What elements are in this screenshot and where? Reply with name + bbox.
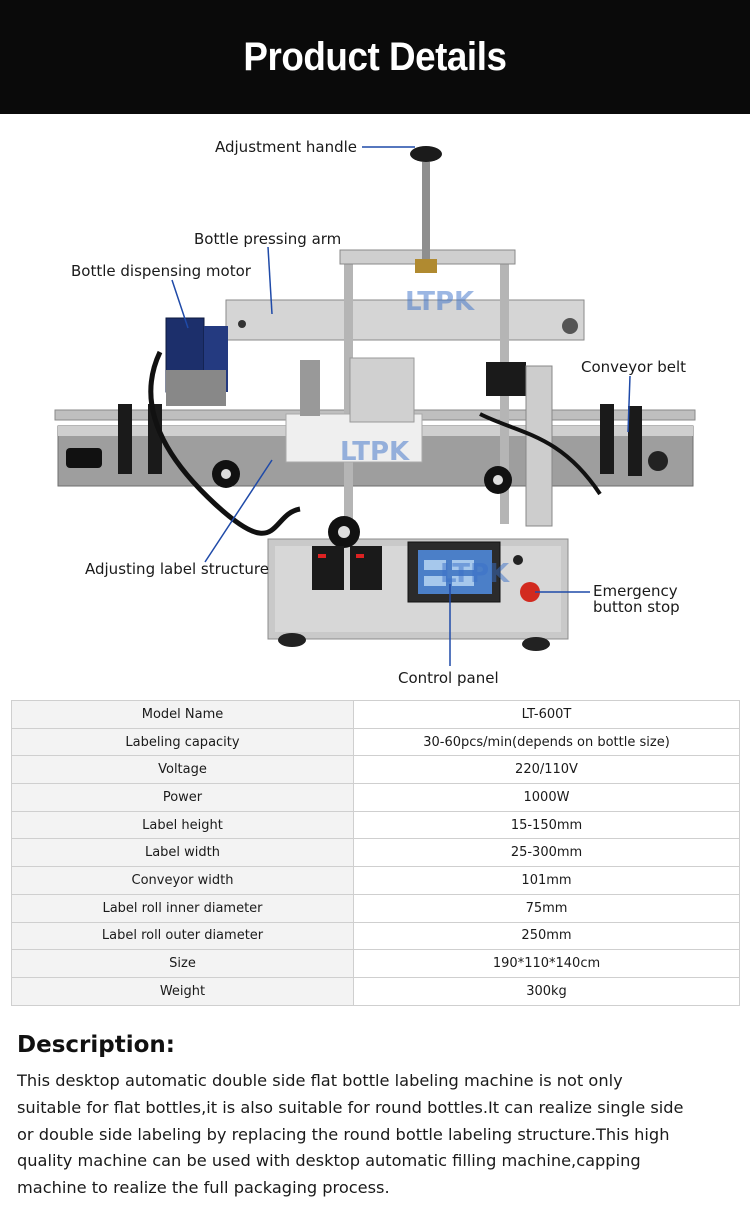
page-title: Product Details — [243, 34, 507, 79]
spec-name: Label roll outer diameter — [11, 921, 354, 951]
spec-value: 25-300mm — [353, 838, 740, 868]
description-text: This desktop automatic double side flat … — [17, 1068, 742, 1202]
callout-adjustment-handle: Adjustment handle — [215, 138, 358, 156]
spec-value: 250mm — [353, 921, 740, 951]
spec-name: Label height — [11, 810, 354, 840]
spec-value: 220/110V — [353, 755, 740, 785]
spec-value: 300kg — [353, 976, 740, 1006]
spec-value: 75mm — [353, 893, 740, 923]
description-line: quality machine can be used with desktop… — [17, 1151, 641, 1171]
machine-figure: LTPK LTPK LTPK Adjustment handle Bottle … — [0, 114, 750, 694]
spec-name: Voltage — [11, 755, 354, 785]
spec-name: Model Name — [11, 700, 354, 729]
watermark-middle: LTPK — [340, 437, 410, 467]
callout-emergency-line-2: button stop — [593, 598, 680, 616]
spec-name: Size — [11, 949, 354, 978]
spec-name: Label roll inner diameter — [11, 893, 354, 923]
spec-value: 15-150mm — [353, 810, 740, 840]
callout-adjusting-label-structure: Adjusting label structure — [85, 560, 269, 578]
spec-name: Conveyor width — [11, 866, 354, 895]
spec-value: 190*110*140cm — [353, 949, 740, 978]
watermark-top: LTPK — [405, 287, 475, 317]
callout-control-panel: Control panel — [398, 669, 499, 687]
spec-name: Label width — [11, 838, 354, 868]
callout-bottle-pressing-arm: Bottle pressing arm — [194, 230, 342, 248]
watermark-panel: LTPK — [440, 559, 510, 589]
spec-value: 101mm — [353, 866, 740, 895]
spec-value: 30-60pcs/min(depends on bottle size) — [353, 727, 740, 757]
description-heading: Description: — [17, 1032, 175, 1058]
description-line: This desktop automatic double side flat … — [17, 1071, 623, 1090]
description-line: suitable for flat bottles,it is also sui… — [17, 1097, 684, 1117]
spec-value: 1000W — [353, 783, 740, 812]
callout-emergency-line-1: Emergency — [593, 582, 678, 600]
callout-bottle-dispensing-motor: Bottle dispensing motor — [71, 262, 251, 280]
spec-name: Labeling capacity — [11, 727, 354, 757]
description-line: or double side labeling by replacing the… — [17, 1124, 670, 1144]
header-banner: Product Details — [0, 0, 750, 114]
spec-value: LT-600T — [353, 700, 740, 729]
callout-conveyor-belt: Conveyor belt — [581, 358, 687, 376]
description-line: machine to realize the full packaging pr… — [17, 1178, 390, 1198]
spec-name: Power — [11, 783, 354, 812]
spec-name: Weight — [11, 976, 354, 1006]
labeling-machine-illustration: LTPK LTPK LTPK — [54, 146, 696, 666]
